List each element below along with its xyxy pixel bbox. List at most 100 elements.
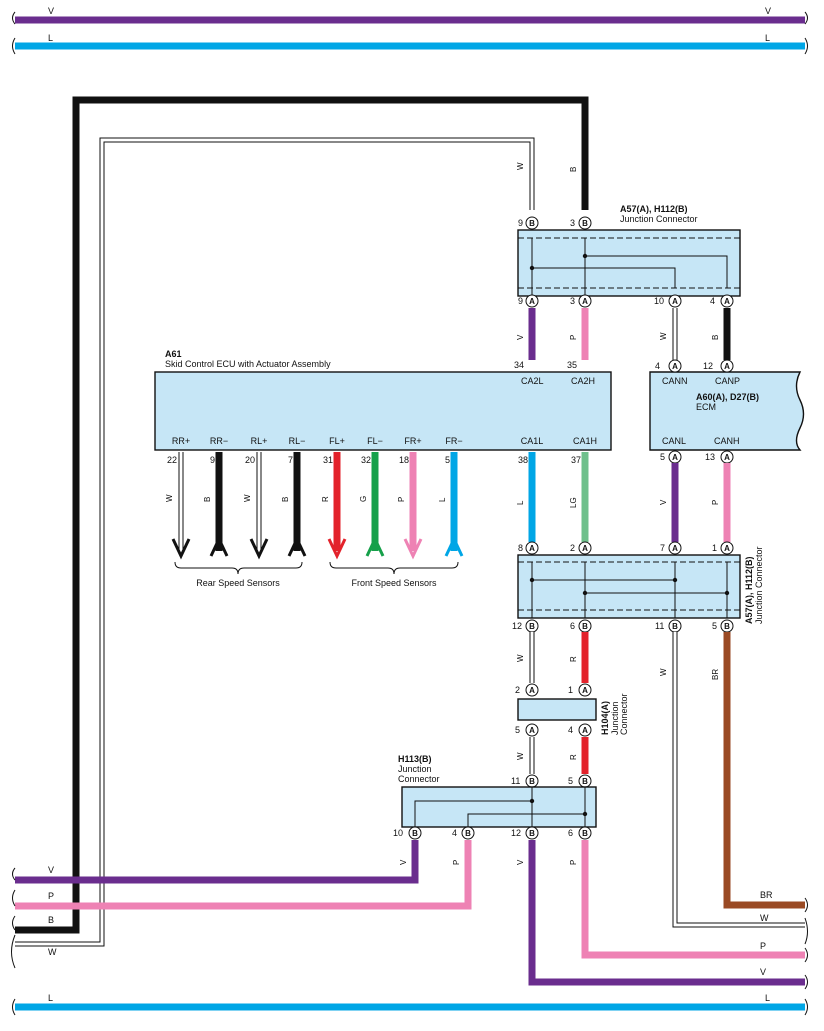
junction-connector-3: 2 A 1 A 5 A 4 A H104(A) Junction Connect… bbox=[515, 683, 629, 737]
j2-bot-c-3: B bbox=[672, 622, 678, 631]
j2-id: A57(A), H112(B) bbox=[744, 556, 754, 624]
j1-desc: Junction Connector bbox=[620, 214, 698, 224]
ecm-top-c-1: A bbox=[672, 362, 678, 371]
j4-bot-c-1: B bbox=[412, 829, 418, 838]
wire-code-w2: B bbox=[569, 167, 578, 172]
junction-connector-2: 8 A 2 A 7 A 1 A 12 B 6 B 11 B 5 B A57(A)… bbox=[512, 541, 764, 633]
j4-desc1: Junction bbox=[398, 764, 432, 774]
wire-code-w18: P bbox=[452, 860, 461, 865]
bottom-left-bus-labels: V P B W bbox=[11, 865, 57, 969]
j2-top-n-2: 2 bbox=[570, 543, 575, 553]
ecm-bot-n-1: 5 bbox=[660, 452, 665, 462]
j1-bot-c-1: A bbox=[529, 297, 535, 306]
bus-code-r-w: W bbox=[760, 913, 769, 923]
j1-top-c-2: B bbox=[582, 219, 588, 228]
j4-top-c-1: B bbox=[529, 777, 535, 786]
j3-bot-c-2: A bbox=[582, 726, 588, 735]
a61-bot-pin-4: 7 bbox=[288, 455, 293, 465]
junction-connector-4: H113(B) Junction Connector 11 B 5 B 10 B… bbox=[393, 754, 597, 840]
ecm-bot-label-2: CANH bbox=[714, 436, 740, 446]
sensor-arrow-4 bbox=[287, 535, 307, 557]
wire-w-j2-right-bus bbox=[672, 632, 805, 928]
j3-top-n-2: 1 bbox=[568, 685, 573, 695]
sensor-wire-code-6: G bbox=[359, 496, 368, 502]
ecm-top-n-2: 12 bbox=[703, 361, 713, 371]
j1-top-n-1: 9 bbox=[518, 218, 523, 228]
j2-desc: Junction Connector bbox=[754, 546, 764, 624]
top-bus-v-code-right: V bbox=[765, 6, 771, 16]
wire-code-w7: V bbox=[659, 499, 668, 505]
bus-code-r-v: V bbox=[760, 967, 766, 977]
j4-bot-n-3: 12 bbox=[511, 828, 521, 838]
j4-top-n-1: 11 bbox=[511, 776, 520, 786]
j2-bot-n-4: 5 bbox=[712, 621, 717, 631]
j4-top-c-2: B bbox=[582, 777, 588, 786]
a61-bot-pin-9: 38 bbox=[518, 455, 528, 465]
wire-code-w15: W bbox=[516, 752, 525, 760]
ecm-bot-c-2: A bbox=[724, 453, 730, 462]
top-bus-l-code-left: L bbox=[48, 33, 53, 43]
ecm-bot-label-1: CANL bbox=[662, 436, 686, 446]
j1-id: A57(A), H112(B) bbox=[620, 204, 688, 214]
wire-v-j4-right-bus bbox=[528, 840, 805, 986]
ecm-top-c-2: A bbox=[724, 362, 730, 371]
sensor-wire-code-4: B bbox=[281, 497, 290, 502]
ecm-top-label-2: CANP bbox=[715, 376, 740, 386]
j3-top-c-1: A bbox=[529, 686, 535, 695]
j3-desc2: Connector bbox=[619, 693, 629, 735]
a61-bot-label-7: FR+ bbox=[404, 436, 421, 446]
wire-code-w19: V bbox=[516, 859, 525, 865]
a61-bot-label-4: RL− bbox=[289, 436, 306, 446]
sensor-arrow-6 bbox=[365, 535, 385, 557]
bottom-bus-l-code-right: L bbox=[765, 993, 770, 1003]
wire-v-j4-left-bus bbox=[15, 840, 419, 884]
top-bus-l: L L bbox=[12, 33, 808, 55]
wire-code-w9: L bbox=[516, 500, 525, 505]
a61-bot-label-10: CA1H bbox=[573, 436, 597, 446]
a61-ecu: A61 Skid Control ECU with Actuator Assem… bbox=[154, 349, 612, 560]
j3-desc1: Junction bbox=[610, 701, 620, 735]
j2-top-c-3: A bbox=[672, 544, 678, 553]
ecm-bot-n-2: 13 bbox=[705, 452, 715, 462]
j2-top-c-2: A bbox=[582, 544, 588, 553]
sensor-arrow-3 bbox=[249, 538, 269, 560]
j2-bot-n-3: 11 bbox=[655, 621, 664, 631]
wire-code-w3: V bbox=[516, 334, 525, 340]
ecm-id: A60(A), D27(B) bbox=[696, 392, 759, 402]
a61-bot-pin-2: 9 bbox=[210, 455, 215, 465]
sensor-wire-code-3: W bbox=[243, 494, 252, 502]
wire-code-w8: P bbox=[711, 500, 720, 505]
wire-b-loop bbox=[15, 96, 589, 934]
a61-bot-label-1: RR+ bbox=[172, 436, 190, 446]
sensor-arrow-7 bbox=[403, 538, 423, 560]
a61-bot-pin-7: 18 bbox=[399, 455, 409, 465]
j4-bot-n-1: 10 bbox=[393, 828, 403, 838]
wire-p-j4-right-bus bbox=[581, 840, 805, 959]
j2-bot-n-2: 6 bbox=[570, 621, 575, 631]
sensor-wire-code-1: W bbox=[165, 494, 174, 502]
a61-top-pin-2: 35 bbox=[567, 360, 577, 370]
j3-top-c-2: A bbox=[582, 686, 588, 695]
sensor-wire-code-2: B bbox=[203, 497, 212, 502]
j4-top-n-2: 5 bbox=[568, 776, 573, 786]
a61-bot-pin-10: 37 bbox=[571, 455, 581, 465]
wire-code-w11: W bbox=[516, 654, 525, 662]
wire-code-w13: W bbox=[659, 668, 668, 676]
j2-bot-c-1: B bbox=[529, 622, 535, 631]
a61-bot-label-3: RL+ bbox=[251, 436, 268, 446]
top-bus-v: V V bbox=[12, 6, 808, 25]
a61-bot-pin-5: 31 bbox=[323, 455, 333, 465]
wire-code-w14: BR bbox=[711, 669, 720, 680]
j2-top-n-4: 1 bbox=[712, 543, 717, 553]
a61-bot-pin-8: 5 bbox=[445, 455, 450, 465]
wire-code-w1: W bbox=[516, 162, 525, 170]
j1-top-n-2: 3 bbox=[570, 218, 575, 228]
a61-bot-label-2: RR− bbox=[210, 436, 228, 446]
j1-bot-c-2: A bbox=[582, 297, 588, 306]
wire-code-w5: W bbox=[659, 332, 668, 340]
j1-bot-n-4: 4 bbox=[710, 296, 715, 306]
bus-code-bl-v: V bbox=[48, 865, 54, 875]
ecm: A60(A), D27(B) ECM 4 A 12 A CANN CANP CA… bbox=[649, 359, 805, 464]
j3-bot-c-1: A bbox=[529, 726, 535, 735]
wire-code-w16: R bbox=[569, 754, 578, 760]
